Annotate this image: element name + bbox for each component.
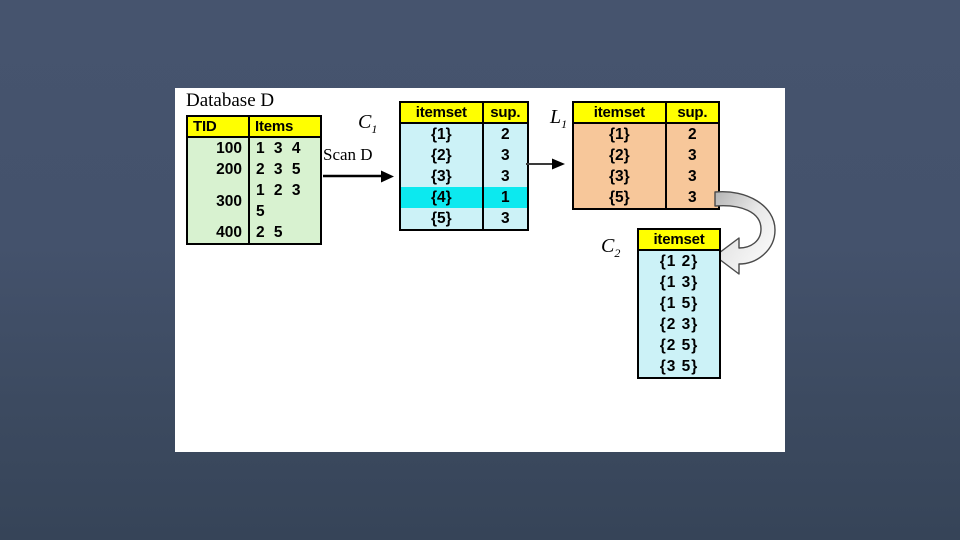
cell-tid: 300 [187,180,250,222]
scan-d-arrow-icon [323,170,394,183]
cell-itemset: {1} [400,123,484,145]
cell-itemset: {5} [400,208,484,230]
cell-itemset: {3} [400,166,484,187]
table-row: {2 3} [638,314,720,335]
cell-sup: 3 [665,187,719,209]
table-row: 300 1 2 3 5 [187,180,321,222]
table-header-row: TID Items [187,116,321,138]
cell-items: 1 3 4 [249,137,321,159]
column-header-sup: sup. [665,102,719,124]
slide-canvas: Database D TID Items 100 1 3 4 200 2 3 5… [175,88,785,452]
table-header-row: itemset [638,229,720,251]
c1-label-subscript: 1 [371,122,378,136]
table-row: {2} 3 [400,145,528,166]
cell-items: 1 2 3 5 [249,180,321,222]
c2-label-letter: C [601,235,615,257]
cell-sup: 2 [665,123,719,145]
column-header-itemset: itemset [573,102,667,124]
column-header-sup: sup. [482,102,528,124]
cell-itemset: {5} [573,187,667,209]
c1-table: itemset sup. {1} 2 {2} 3 {3} 3 {4} 1 {5}… [399,101,529,231]
cell-sup: 3 [482,166,528,187]
table-row: {3 5} [638,356,720,378]
l1-table: itemset sup. {1} 2 {2} 3 {3} 3 {5} 3 [572,101,720,210]
c1-label-letter: C [358,111,372,133]
table-row: 100 1 3 4 [187,137,321,159]
cell-sup: 3 [482,145,528,166]
table-row: {1} 2 [400,123,528,145]
table-row: {3} 3 [400,166,528,187]
table-row: {5} 3 [573,187,719,209]
table-row: 200 2 3 5 [187,159,321,180]
database-title: Database D [186,90,275,111]
table-header-row: itemset sup. [573,102,719,124]
table-row: 400 2 5 [187,222,321,244]
cell-sup: 2 [482,123,528,145]
c2-label-subscript: 2 [614,246,621,260]
table-header-row: itemset sup. [400,102,528,124]
cell-tid: 100 [187,137,250,159]
table-row: {3} 3 [573,166,719,187]
scan-d-label: Scan D [323,145,373,164]
table-row: {1} 2 [573,123,719,145]
database-table: TID Items 100 1 3 4 200 2 3 5 300 1 2 3 … [186,115,322,245]
cell-tid: 200 [187,159,250,180]
table-row: {1 5} [638,293,720,314]
c1-label: C1 [358,111,377,137]
l1-label-subscript: 1 [561,117,568,131]
cell-itemset: {3} [573,166,667,187]
cell-sup: 1 [482,187,528,208]
table-row: {5} 3 [400,208,528,230]
cell-items: 2 5 [249,222,321,244]
cell-tid: 400 [187,222,250,244]
l1-label-letter: L [550,106,562,128]
cell-itemset: {3 5} [638,356,720,378]
table-row: {1 2} [638,250,720,272]
c2-table: itemset {1 2} {1 3} {1 5} {2 3} {2 5} {3… [637,228,721,379]
cell-itemset: {1 3} [638,272,720,293]
cell-itemset: {2 3} [638,314,720,335]
cell-sup: 3 [665,145,719,166]
cell-itemset: {2 5} [638,335,720,356]
l1-to-c2-curved-arrow-icon [714,190,776,275]
table-row: {2 5} [638,335,720,356]
column-header-items: Items [249,116,321,138]
table-row-highlighted: {4} 1 [400,187,528,208]
scan-d-arrow-group: Scan D [323,145,395,187]
column-header-itemset: itemset [400,102,484,124]
cell-items: 2 3 5 [249,159,321,180]
column-header-itemset: itemset [638,229,720,251]
l1-label: L1 [550,106,567,132]
column-header-tid: TID [187,116,250,138]
c2-label: C2 [601,235,620,261]
table-row: {1 3} [638,272,720,293]
cell-sup: 3 [482,208,528,230]
cell-itemset: {1} [573,123,667,145]
cell-itemset: {1 5} [638,293,720,314]
c1-to-l1-arrow-icon [526,158,565,170]
cell-itemset: {1 2} [638,250,720,272]
cell-itemset: {2} [573,145,667,166]
cell-itemset: {2} [400,145,484,166]
table-row: {2} 3 [573,145,719,166]
cell-sup: 3 [665,166,719,187]
cell-itemset: {4} [400,187,484,208]
